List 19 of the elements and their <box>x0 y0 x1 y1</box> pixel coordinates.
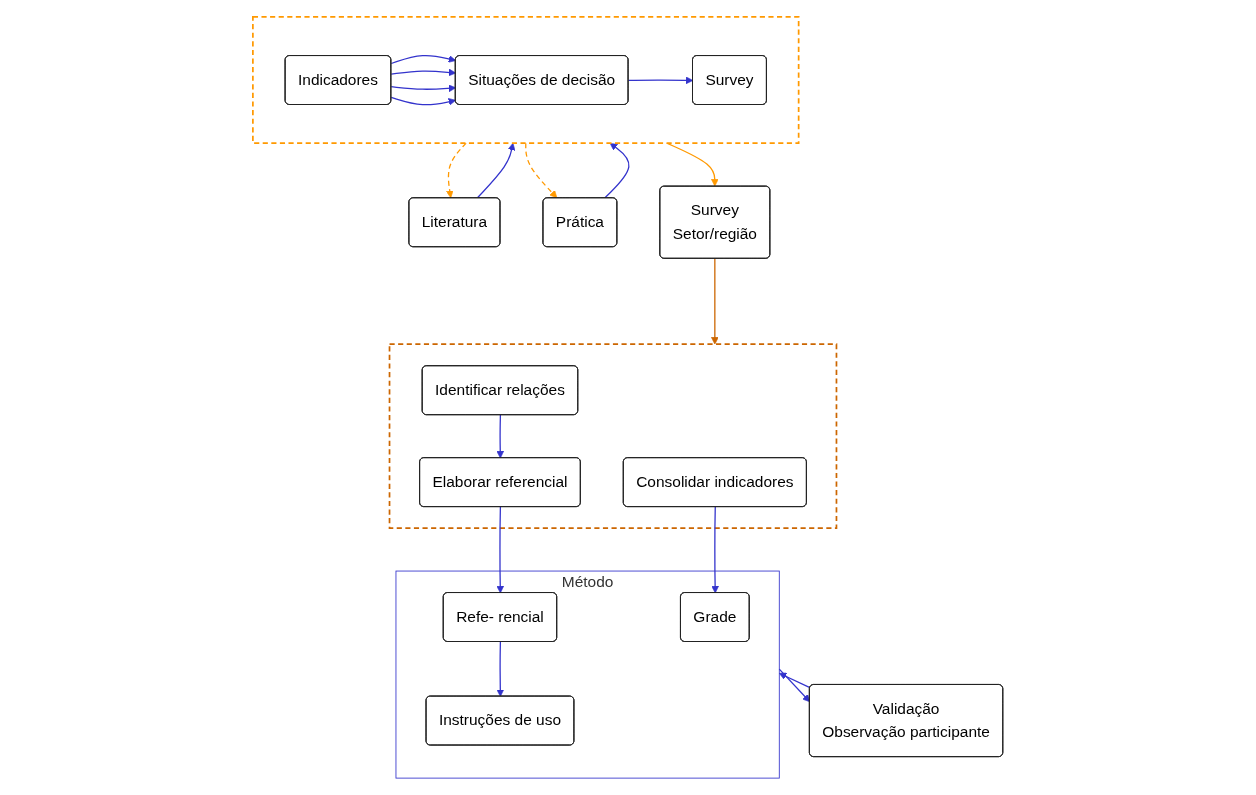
arrow <box>779 672 811 688</box>
arrow <box>477 142 516 199</box>
arrow <box>666 142 719 187</box>
arrow <box>390 68 457 77</box>
cluster <box>388 343 838 529</box>
arrow <box>496 641 505 697</box>
cluster <box>252 16 800 145</box>
arrow <box>604 142 630 199</box>
arrow <box>496 414 505 459</box>
arrow <box>390 84 457 93</box>
arrow <box>711 506 720 594</box>
arrow <box>390 54 457 65</box>
arrow <box>446 142 467 199</box>
arrow <box>496 506 505 594</box>
arrow <box>390 96 457 106</box>
arrow <box>711 257 719 345</box>
arrow <box>628 76 694 85</box>
arrow <box>525 142 558 199</box>
arrow <box>778 668 811 703</box>
